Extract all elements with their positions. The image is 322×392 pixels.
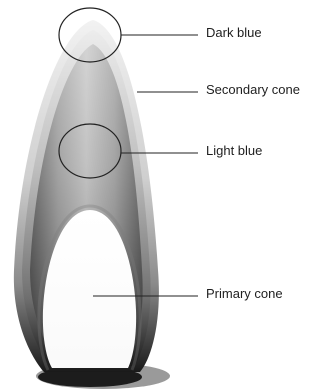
light-blue-label: Light blue: [206, 144, 262, 157]
primary-cone-label: Primary cone: [206, 287, 283, 300]
dark-blue-label: Dark blue: [206, 26, 262, 39]
secondary-cone-label: Secondary cone: [206, 83, 300, 96]
